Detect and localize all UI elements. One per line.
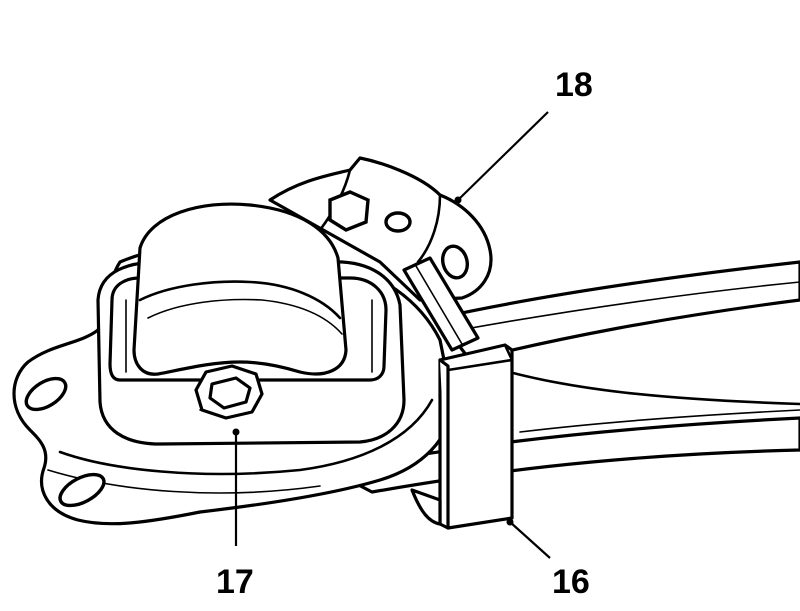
mounting-hole-left-upper xyxy=(24,376,68,412)
leader-18 xyxy=(454,111,549,204)
mounting-hole-left-lower xyxy=(58,472,106,508)
callout-17: 17 xyxy=(216,563,254,601)
rod xyxy=(402,256,480,352)
leader-16 xyxy=(506,518,551,559)
callout-18: 18 xyxy=(555,66,593,104)
callout-16: 16 xyxy=(552,563,590,601)
leader-17 xyxy=(232,428,240,546)
clamp xyxy=(410,343,514,530)
bolt xyxy=(194,364,264,420)
rubber-bush xyxy=(132,202,348,376)
